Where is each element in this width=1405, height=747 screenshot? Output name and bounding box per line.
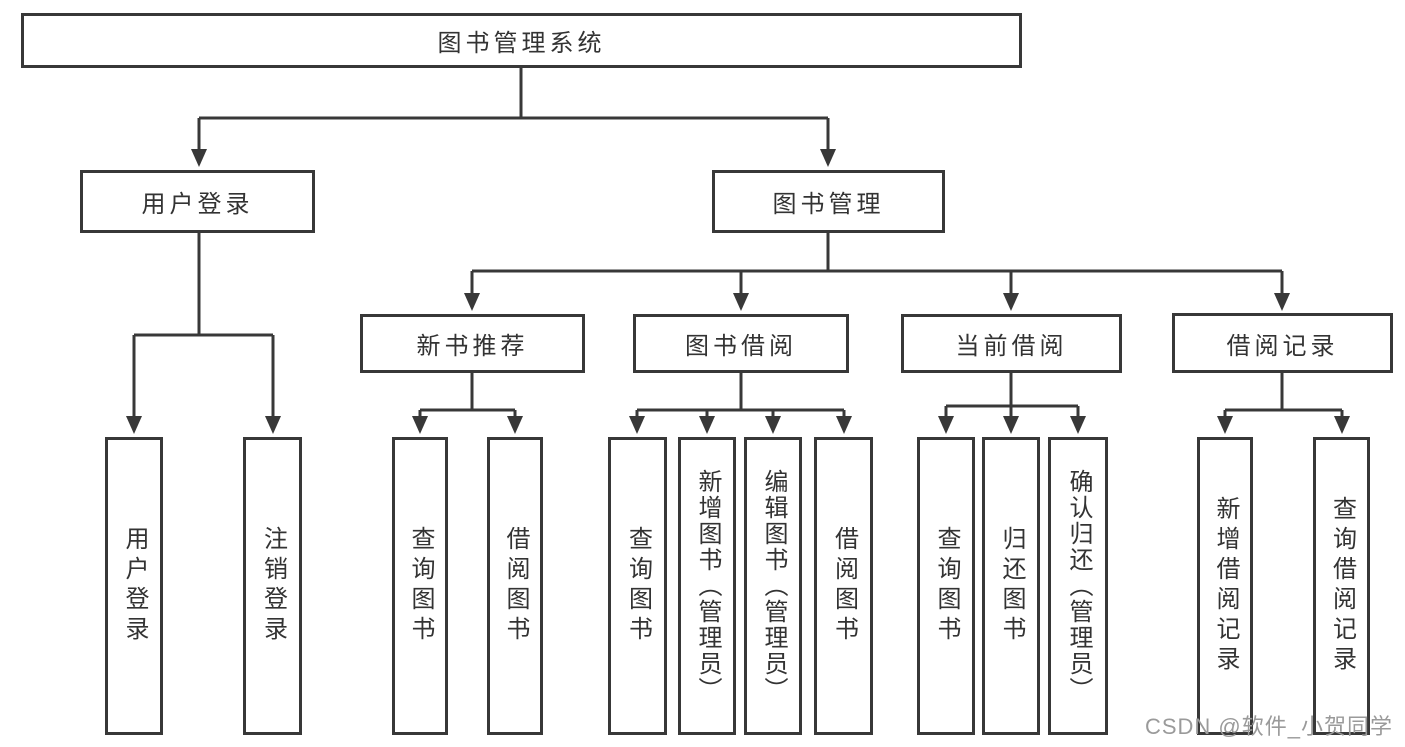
leaf-add-borrow-record: 新增借阅记录 xyxy=(1197,437,1253,735)
leaf-query-books-current: 查询图书 xyxy=(917,437,975,735)
node-label: 用户登录 xyxy=(121,526,148,646)
root-node: 图书管理系统 xyxy=(21,13,1022,68)
leaf-add-books-admin: 新增图书（管理员） xyxy=(678,437,736,735)
node-label: 图书借阅 xyxy=(685,333,797,360)
csdn-watermark: CSDN @软件_小贺同学 xyxy=(1144,714,1393,739)
node-label: 新增借阅记录 xyxy=(1212,496,1239,676)
node-label: 用户登录 xyxy=(141,191,254,218)
arrowheads xyxy=(126,149,1350,434)
node-label: 查询图书 xyxy=(624,526,652,646)
leaf-user-login: 用户登录 xyxy=(105,437,163,735)
node-label: 当前借阅 xyxy=(955,333,1068,360)
leaf-query-borrow-record: 查询借阅记录 xyxy=(1313,437,1370,735)
node-label: 确认归还（管理员） xyxy=(1065,469,1092,703)
node-book-management: 图书管理 xyxy=(712,170,945,233)
leaf-query-books-borrowing: 查询图书 xyxy=(608,437,667,735)
leaf-borrow-books-borrowing: 借阅图书 xyxy=(814,437,873,735)
leaf-query-books-recommend: 查询图书 xyxy=(392,437,448,735)
node-label: 借阅图书 xyxy=(502,526,529,646)
node-label: 注销登录 xyxy=(259,526,287,646)
node-label: 归还图书 xyxy=(998,526,1025,646)
node-user-login: 用户登录 xyxy=(80,170,315,233)
node-label: 查询借阅记录 xyxy=(1328,496,1356,676)
node-current-borrowing: 当前借阅 xyxy=(901,314,1122,373)
leaf-logout: 注销登录 xyxy=(243,437,302,735)
node-book-borrowing: 图书借阅 xyxy=(633,314,849,373)
node-label: 借阅记录 xyxy=(1226,332,1339,360)
leaf-return-books: 归还图书 xyxy=(982,437,1040,735)
node-label: 图书管理 xyxy=(772,191,885,218)
node-label: 新书推荐 xyxy=(416,333,529,360)
node-new-book-recommendation: 新书推荐 xyxy=(360,314,585,373)
node-label: 编辑图书（管理员） xyxy=(760,469,787,703)
leaf-confirm-return-admin: 确认归还（管理员） xyxy=(1048,437,1108,735)
leaf-edit-books-admin: 编辑图书（管理员） xyxy=(744,437,802,735)
leaf-borrow-books-recommend: 借阅图书 xyxy=(487,437,543,735)
node-label: 查询图书 xyxy=(933,526,960,646)
node-label: 新增图书（管理员） xyxy=(694,469,721,703)
node-label: 查询图书 xyxy=(407,526,434,646)
node-label: 图书管理系统 xyxy=(437,30,606,57)
node-label: 借阅图书 xyxy=(830,526,858,646)
node-borrowing-records: 借阅记录 xyxy=(1172,313,1393,373)
